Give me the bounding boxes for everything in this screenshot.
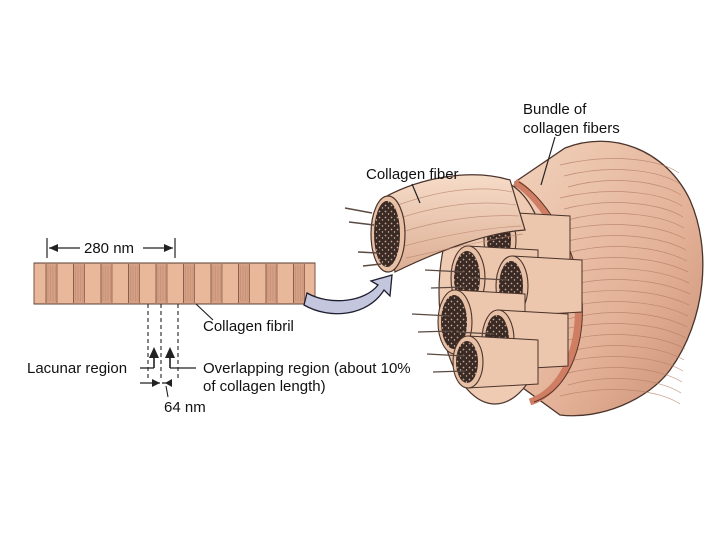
inner-fibers [411, 211, 583, 389]
collagen-fiber-label: Collagen fiber [366, 166, 459, 183]
dimension-64nm [140, 379, 172, 398]
collagen-fibril-label: Collagen fibril [203, 318, 294, 335]
overlapping-region-label-2: of collagen length) [203, 378, 326, 395]
magnify-arrow [303, 274, 393, 315]
fibril-band [238, 264, 250, 303]
dimension-280nm: 280 nm [46, 238, 176, 258]
fibril-leader-line [195, 303, 214, 321]
bundle-label-line1: Bundle of [523, 101, 587, 118]
fibril-band [183, 264, 195, 303]
lacunar-region-label: Lacunar region [27, 360, 127, 377]
overlap-arrow [165, 347, 196, 369]
lacunar-arrow [140, 347, 159, 369]
overlapping-region-label: Overlapping region (about 10% [203, 360, 411, 377]
dimension-280nm-label: 280 nm [84, 240, 134, 257]
fibril-band [45, 264, 58, 303]
fibril-band [210, 264, 223, 303]
bundle-label-line2: collagen fibers [523, 120, 620, 137]
collagen-fibril [33, 262, 316, 305]
fiber-cross-section [426, 335, 539, 389]
fibril-band [128, 264, 140, 303]
bundle-leader-line [540, 136, 556, 186]
dimension-64nm-label: 64 nm [164, 399, 206, 416]
fiber-leader-line [411, 183, 421, 204]
region-guides [147, 304, 179, 378]
fibril-band [155, 264, 168, 303]
fibril-band [73, 264, 85, 303]
fibril-band [100, 264, 113, 303]
fibril-band [293, 264, 305, 303]
fibril-bands [45, 264, 305, 303]
fibril-band [265, 264, 278, 303]
single-collagen-fiber [344, 174, 526, 273]
